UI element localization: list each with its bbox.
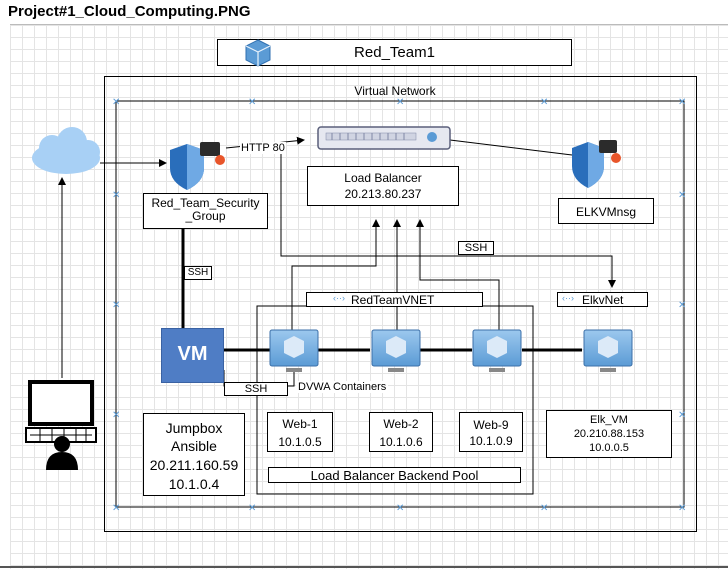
elknet-glyph-icon: ‹··› <box>562 293 574 303</box>
svg-text:✕: ✕ <box>248 503 256 514</box>
jumpbox-info-box: Jumpbox Ansible 20.211.160.59 10.1.0.4 <box>143 413 245 496</box>
jumpbox-private-ip: 10.1.0.4 <box>168 476 220 492</box>
ssh-jump-tag: SSH <box>224 382 288 396</box>
svg-text:✕: ✕ <box>112 97 120 108</box>
jumpbox-vm-label: VM <box>177 343 208 365</box>
elk-public-ip: 20.210.88.153 <box>573 428 645 440</box>
frame-anchors: ✕ ✕ ✕ ✕ ✕ ✕ ✕ ✕ ✕ ✕ ✕ ✕ ✕ ✕ ✕ ✕ <box>112 97 686 514</box>
bottom-divider <box>0 566 728 568</box>
nsg-label: Red_Team_Security _Group <box>151 196 260 223</box>
elk-name: Elk_VM <box>590 414 628 426</box>
web9-name: Web-9 <box>473 418 509 432</box>
elk-net-tag: ‹··› ElkvNet <box>557 292 648 307</box>
jumpbox-role: Ansible <box>171 438 217 454</box>
jumpbox-public-ip: 20.211.160.59 <box>149 457 239 473</box>
svg-text:✕: ✕ <box>112 190 120 201</box>
svg-text:✕: ✕ <box>112 503 120 514</box>
elk-vm-box: Elk_VM 20.210.88.153 10.0.0.5 <box>546 410 672 458</box>
ssh-jump-label: SSH <box>244 383 268 395</box>
svg-text:✕: ✕ <box>112 300 120 311</box>
web2-ip: 10.1.0.6 <box>379 435 423 449</box>
svg-text:✕: ✕ <box>678 410 686 421</box>
web1-name: Web-1 <box>282 417 318 431</box>
backend-pool-tag: Load Balancer Backend Pool <box>268 467 521 483</box>
svg-text:✕: ✕ <box>112 410 120 421</box>
nsg-box: Red_Team_Security _Group <box>143 193 268 229</box>
header-box: Red_Team1 <box>217 39 572 66</box>
workstation-icon <box>25 380 97 470</box>
ssh-nsg-label: SSH <box>187 267 209 278</box>
svg-text:✕: ✕ <box>540 503 548 514</box>
elk-net-label: ElkvNet <box>582 293 624 307</box>
nsg-shield-icon <box>170 142 225 190</box>
web9-ip: 10.1.0.9 <box>469 434 513 448</box>
vnet-title: Virtual Network <box>354 84 436 98</box>
web2-box: Web-2 10.1.0.6 <box>369 412 433 452</box>
web9-monitor-icon <box>472 329 522 372</box>
elk-monitor-icon <box>583 329 633 372</box>
ssh-elk-label: SSH <box>464 242 488 254</box>
web1-ip: 10.1.0.5 <box>278 435 322 449</box>
web1-monitor-icon <box>269 329 319 372</box>
ssh-nsg-tag: SSH <box>184 266 212 280</box>
vnet-box <box>104 76 697 532</box>
svg-text:✕: ✕ <box>678 190 686 201</box>
web1-box: Web-1 10.1.0.5 <box>267 412 333 452</box>
redteam-vnet-label: RedTeamVNET <box>351 293 435 307</box>
backend-pool-label: Load Balancer Backend Pool <box>310 468 479 483</box>
svg-text:✕: ✕ <box>540 97 548 108</box>
elk-nsg-shield-icon <box>572 140 621 188</box>
svg-text:✕: ✕ <box>678 97 686 108</box>
web9-box: Web-9 10.1.0.9 <box>459 412 523 452</box>
elk-nsg-label: ELKVMnsg <box>575 205 637 219</box>
http-edge-label: HTTP 80 <box>240 142 286 154</box>
jumpbox-name: Jumpbox <box>165 420 223 436</box>
internet-cloud-icon <box>32 127 100 174</box>
document-title: Project#1_Cloud_Computing.PNG <box>8 3 251 20</box>
header-title: Red_Team1 <box>354 44 435 61</box>
svg-text:✕: ✕ <box>678 503 686 514</box>
svg-text:✕: ✕ <box>678 300 686 311</box>
jumpbox-vm-icon: VM <box>161 328 224 383</box>
lb-label: Load Balancer <box>344 171 422 185</box>
header-cube-icon <box>245 39 271 67</box>
ssh-elk-tag: SSH <box>458 241 494 255</box>
svg-text:✕: ✕ <box>396 503 404 514</box>
svg-text:✕: ✕ <box>248 97 256 108</box>
load-balancer-device-icon <box>317 126 451 150</box>
lb-ip: 20.213.80.237 <box>344 187 422 201</box>
elk-private-ip: 10.0.0.5 <box>589 442 629 454</box>
redteam-vnet-tag: ‹··› RedTeamVNET <box>306 292 483 307</box>
subnet-frame <box>115 100 685 508</box>
web2-name: Web-2 <box>383 417 419 431</box>
elk-nsg-box: ELKVMnsg <box>558 198 654 224</box>
dvwa-label: DVWA Containers <box>296 381 389 393</box>
load-balancer-box: Load Balancer 20.213.80.237 <box>307 166 459 206</box>
svg-text:✕: ✕ <box>396 97 404 108</box>
web2-monitor-icon <box>371 329 421 372</box>
vnet-glyph-icon: ‹··› <box>333 293 345 303</box>
